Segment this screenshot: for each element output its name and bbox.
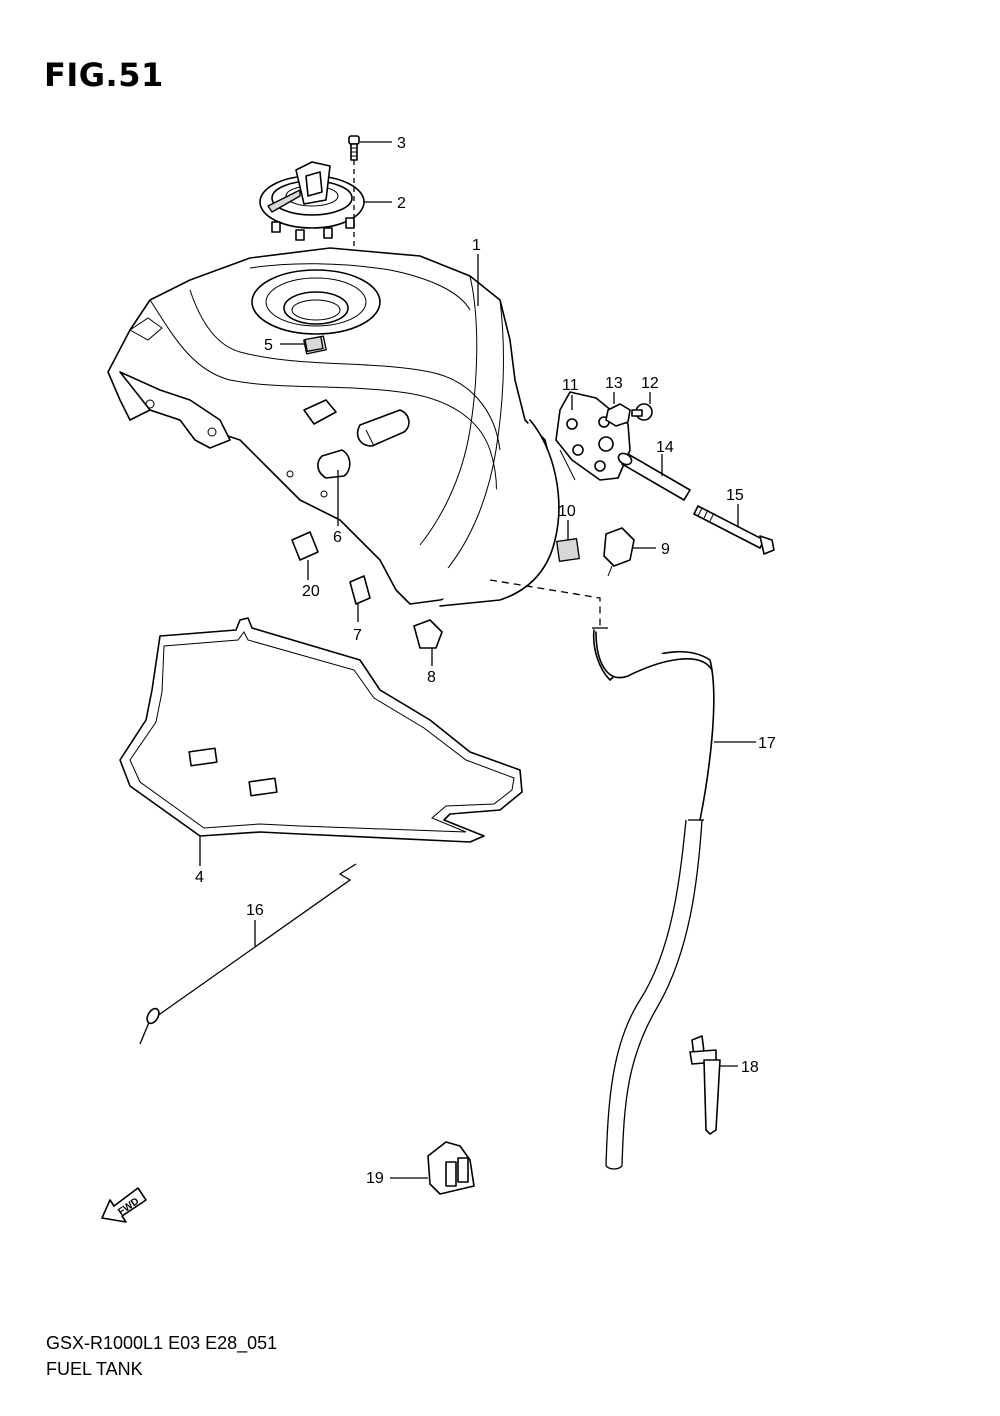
part-1-fuel-tank: [107, 247, 576, 607]
callout-13: 13: [605, 375, 623, 392]
part-3-bolt: [348, 135, 360, 161]
callout-leaders: [360, 141, 479, 306]
callout-20: 20: [302, 583, 320, 600]
part-5-label: [280, 336, 324, 352]
part-9-sensor: [603, 527, 656, 577]
part-19-clamp: [390, 1141, 475, 1195]
figure-footer: GSX-R1000L1 E03 E28_051 FUEL TANK: [46, 1330, 277, 1382]
part-15-bolt: [693, 504, 775, 555]
callout-10: 10: [558, 503, 576, 520]
part-4-insulator: [119, 617, 523, 866]
part-17-hose: [489, 579, 756, 1170]
figure-caption: FUEL TANK: [46, 1359, 143, 1379]
part-10-pad: [556, 520, 580, 562]
callout-9: 9: [661, 541, 670, 558]
part-20-cushion: [291, 531, 319, 580]
callout-6: 6: [333, 529, 342, 546]
callout-18: 18: [741, 1059, 759, 1076]
callout-7: 7: [353, 627, 362, 644]
callout-4: 4: [195, 869, 204, 886]
callout-8: 8: [427, 669, 436, 686]
callout-numbers: 1 2 3 4 5 6 7 8 9 10 11 12 13 14 15 16 1…: [195, 135, 776, 1187]
callout-5: 5: [264, 337, 273, 354]
part-18-clamp: [689, 1035, 738, 1135]
part-7-cushion: [349, 575, 371, 622]
callout-15: 15: [726, 487, 744, 504]
callout-17: 17: [758, 735, 776, 752]
forward-direction-arrow: FWD: [101, 1187, 147, 1223]
callout-1: 1: [472, 237, 481, 254]
part-2-fuel-cap: [259, 160, 365, 310]
model-code: GSX-R1000L1 E03 E28_051: [46, 1333, 278, 1353]
callout-16: 16: [246, 902, 264, 919]
callout-3: 3: [397, 135, 406, 152]
part-14-spacer: [617, 452, 691, 501]
callout-11: 11: [562, 377, 579, 394]
callout-14: 14: [656, 439, 674, 456]
part-12-bolt: [631, 392, 653, 421]
callout-19: 19: [366, 1170, 384, 1187]
callout-12: 12: [641, 375, 659, 392]
figure-title: FIG.51: [44, 56, 164, 94]
part-8-rubber: [413, 619, 443, 666]
part-13-nut: [605, 392, 631, 427]
part-16-rod: [139, 863, 357, 1045]
callout-2: 2: [397, 195, 406, 212]
